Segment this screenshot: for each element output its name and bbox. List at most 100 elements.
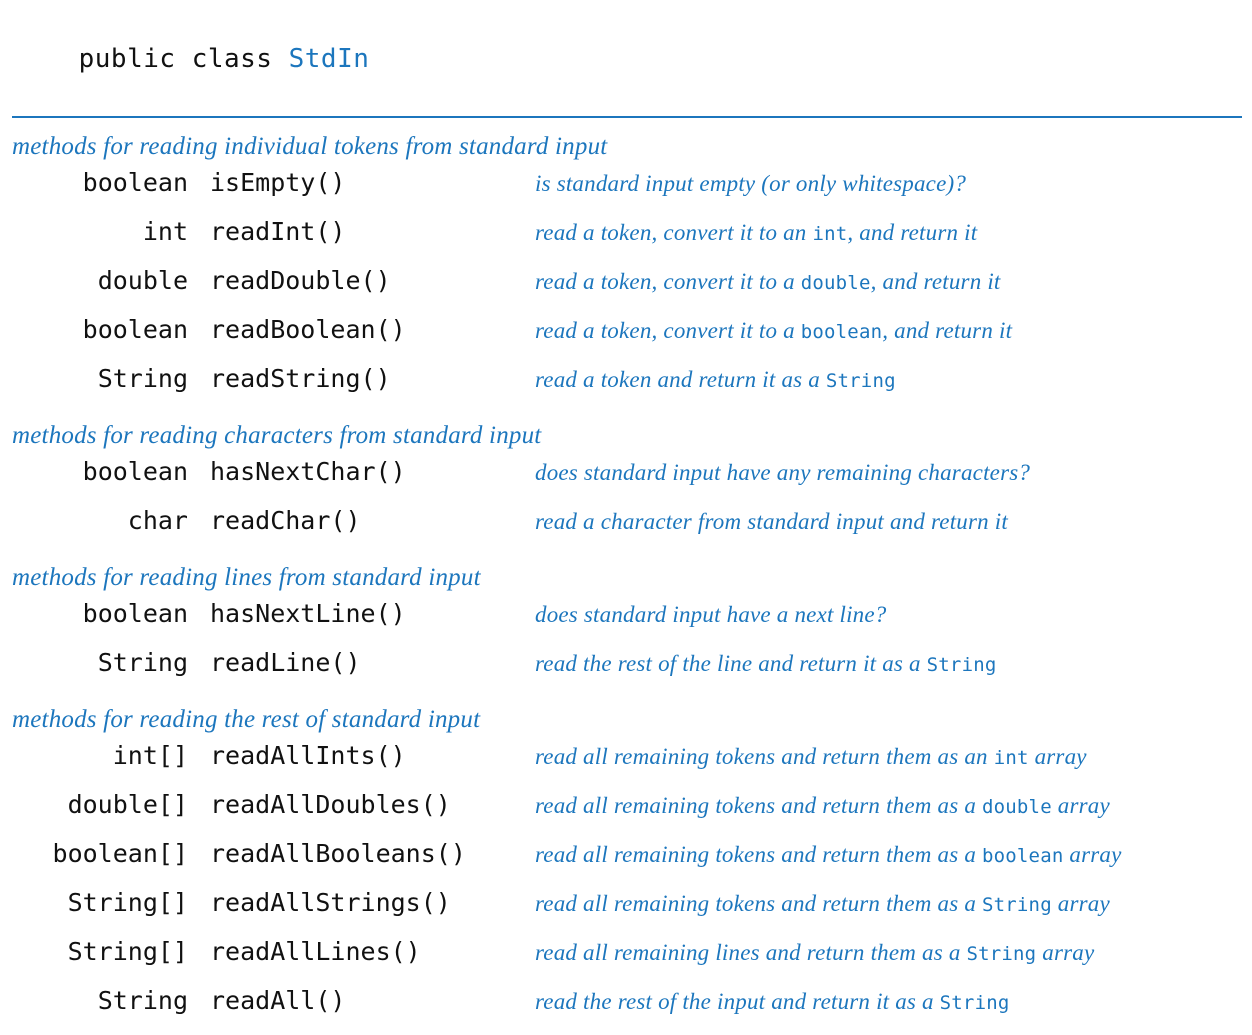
return-type: int — [142, 217, 188, 246]
description-text: read the rest of the input and return it… — [535, 989, 940, 1014]
method-description: read the rest of the line and return it … — [535, 651, 1242, 677]
table-row: double readDouble() read a token, convert … — [12, 266, 1242, 315]
return-type: boolean — [82, 599, 188, 628]
table-row: String readLine() read the rest of the lin… — [12, 648, 1242, 697]
description-text: read a character from standard input and… — [535, 509, 1008, 534]
method-name: readAll() — [210, 986, 346, 1015]
method-name: readString() — [210, 364, 391, 393]
inline-code: boolean — [800, 321, 883, 343]
method-name: readInt() — [210, 217, 346, 246]
method-description: read a token, convert it to a boolean, a… — [535, 318, 1242, 344]
table-row: int[] readAllInts() read all remaining tok… — [12, 741, 1242, 790]
table-row: double[] readAllDoubles() read all remaini… — [12, 790, 1242, 839]
method-name: readDouble() — [210, 266, 391, 295]
description-text: is standard input empty (or only whitesp… — [535, 171, 967, 196]
description-text: read all remaining tokens and return the… — [535, 842, 982, 867]
return-type: int[] — [112, 741, 188, 770]
return-type: String[] — [67, 888, 188, 917]
method-description: read a character from standard input and… — [535, 509, 1242, 535]
method-name: readChar() — [210, 506, 361, 535]
inline-code: int — [812, 223, 848, 245]
method-description: read a token, convert it to a double, an… — [535, 269, 1242, 295]
class-declaration: public class StdIn — [12, 10, 1242, 114]
table-row: boolean readBoolean() read a token, conver… — [12, 315, 1242, 364]
method-name: readAllStrings() — [210, 888, 451, 917]
method-description: read all remaining tokens and return the… — [535, 842, 1242, 868]
description-text: read a token, convert it to a — [535, 318, 801, 343]
return-type: String — [97, 364, 188, 393]
return-type: String[] — [67, 937, 188, 966]
table-row: boolean[] readAllBooleans() read all remai… — [12, 839, 1242, 888]
method-description: does standard input have a next line? — [535, 602, 1242, 628]
table-row: String readAll() read the rest of the inpu… — [12, 986, 1242, 1035]
method-description: read a token and return it as a String — [535, 367, 1242, 393]
method-name: readBoolean() — [210, 315, 406, 344]
description-text: array — [1051, 891, 1110, 916]
inline-code: String — [982, 894, 1052, 916]
method-description: read a token, convert it to an int, and … — [535, 220, 1242, 246]
method-description: is standard input empty (or only whitesp… — [535, 171, 1242, 197]
table-row: boolean hasNextLine() does standard input … — [12, 599, 1242, 648]
method-description: does standard input have any remaining c… — [535, 460, 1242, 486]
method-description: read all remaining tokens and return the… — [535, 793, 1242, 819]
keyword-public-class: public class — [78, 44, 289, 74]
description-text: , and return it — [847, 220, 978, 245]
method-name: readAllInts() — [210, 741, 406, 770]
method-name: hasNextChar() — [210, 457, 406, 486]
return-type: String — [97, 986, 188, 1015]
method-name: isEmpty() — [210, 168, 346, 197]
table-row: String[] readAllLines() read all remaining… — [12, 937, 1242, 986]
table-row: String readString() read a token and retur… — [12, 364, 1242, 413]
return-type: boolean[] — [52, 839, 188, 868]
method-description: read all remaining lines and return them… — [535, 940, 1242, 966]
inline-code: String — [966, 943, 1037, 965]
divider-line — [12, 116, 1242, 118]
method-name: hasNextLine() — [210, 599, 406, 628]
return-type: boolean — [82, 168, 188, 197]
return-type: char — [127, 506, 188, 535]
table-row: String[] readAllStrings() read all remaini… — [12, 888, 1242, 937]
description-text: , and return it — [882, 318, 1013, 343]
inline-code: String — [939, 992, 1010, 1014]
description-text: read all remaining tokens and return the… — [535, 891, 982, 916]
return-type: boolean — [82, 457, 188, 486]
return-type: String — [97, 648, 188, 677]
table-row: int readInt() read a token, convert it to … — [12, 217, 1242, 266]
inline-code: String — [926, 654, 997, 676]
description-text: read a token, convert it to an — [535, 220, 813, 245]
description-text: array — [1051, 793, 1110, 818]
method-name: readAllLines() — [210, 937, 421, 966]
inline-code: int — [993, 747, 1029, 769]
description-text: read all remaining tokens and return the… — [535, 793, 982, 818]
method-name: readAllBooleans() — [210, 839, 466, 868]
description-text: read a token, convert it to a — [535, 269, 801, 294]
inline-code: String — [825, 370, 896, 392]
description-text: does standard input have any remaining c… — [535, 460, 1031, 485]
description-text: read a token and return it as a — [535, 367, 826, 392]
table-row: boolean isEmpty() is standard input empty … — [12, 168, 1242, 217]
return-type: boolean — [82, 315, 188, 344]
return-type: double[] — [67, 790, 188, 819]
description-text: array — [1028, 744, 1087, 769]
section-title: methods for reading characters from stan… — [12, 422, 542, 449]
description-text: read all remaining tokens and return the… — [535, 744, 994, 769]
description-text: array — [1036, 940, 1095, 965]
description-text: does standard input have a next line? — [535, 602, 887, 627]
inline-code: double — [800, 272, 871, 294]
class-name: StdIn — [288, 44, 370, 74]
return-type: double — [97, 266, 188, 295]
method-name: readLine() — [210, 648, 361, 677]
method-description: read all remaining tokens and return the… — [535, 891, 1242, 917]
method-description: read all remaining tokens and return the… — [535, 744, 1242, 770]
description-text: , and return it — [870, 269, 1001, 294]
method-name: readAllDoubles() — [210, 790, 451, 819]
api-sections: methods for reading individual tokens fr… — [12, 124, 1242, 1035]
inline-code: double — [982, 796, 1052, 818]
inline-code: boolean — [982, 845, 1064, 867]
description-text: read all remaining lines and return them… — [535, 940, 967, 965]
table-row: boolean hasNextChar() does standard input … — [12, 457, 1242, 506]
table-row: char readChar() read a character from stan… — [12, 506, 1242, 555]
section-title: methods for reading individual tokens fr… — [12, 133, 608, 160]
description-text: array — [1063, 842, 1122, 867]
